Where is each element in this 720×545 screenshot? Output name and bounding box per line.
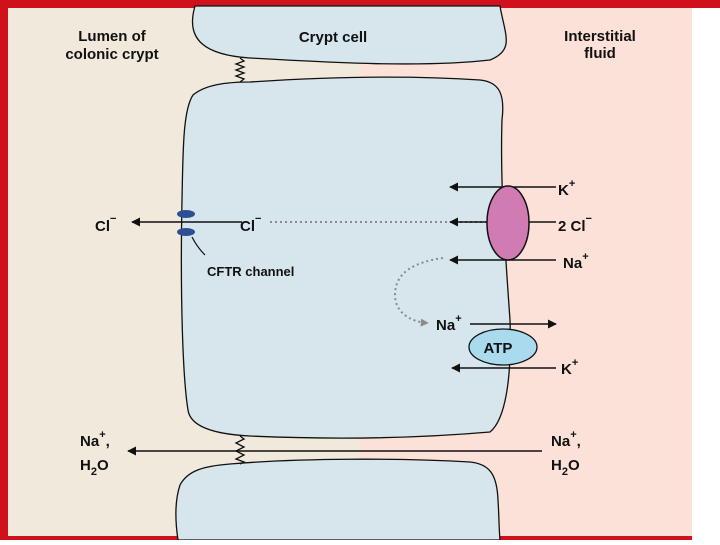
right-margin [692,8,720,540]
na-right-label: Na+, [551,429,581,450]
h2o-left-label: H2O [80,457,109,478]
cl-lumen-label: Cl− [95,213,116,235]
cftr-channel-top [177,210,195,218]
na-k-atpase-pump [468,328,538,366]
na-cotransporter-label: Na+ [563,251,589,272]
2cl-label: 2 Cl− [558,213,592,235]
na-pump-label: Na+ [436,313,462,334]
k-cotransporter-label: K+ [558,178,575,199]
atp-label: ATP [484,340,513,357]
na-left-label: Na+, [80,429,110,450]
cl-cell-label: Cl− [240,213,261,235]
interstitial-title-line2: fluid [584,45,616,62]
cftr-callout-line [191,236,206,256]
na-k-2cl-cotransporter [486,185,530,261]
tight-junction-top [234,57,246,83]
k-pump-label: K+ [561,357,578,378]
na-recycle-dotted-path [393,257,444,327]
cftr-channel-label: CFTR channel [207,264,294,279]
crypt-cell-title: Crypt cell [299,29,367,46]
cftr-channel-bottom [177,228,195,236]
lower-neighbor-cell [175,458,501,541]
lumen-title-line1: Lumen of [78,28,146,45]
crypt-cell-body [180,76,511,439]
h2o-right-label: H2O [551,457,580,478]
lumen-title-line2: colonic crypt [65,46,158,63]
upper-neighbor-cell [191,5,507,65]
interstitial-title-line1: Interstitial [564,28,636,45]
